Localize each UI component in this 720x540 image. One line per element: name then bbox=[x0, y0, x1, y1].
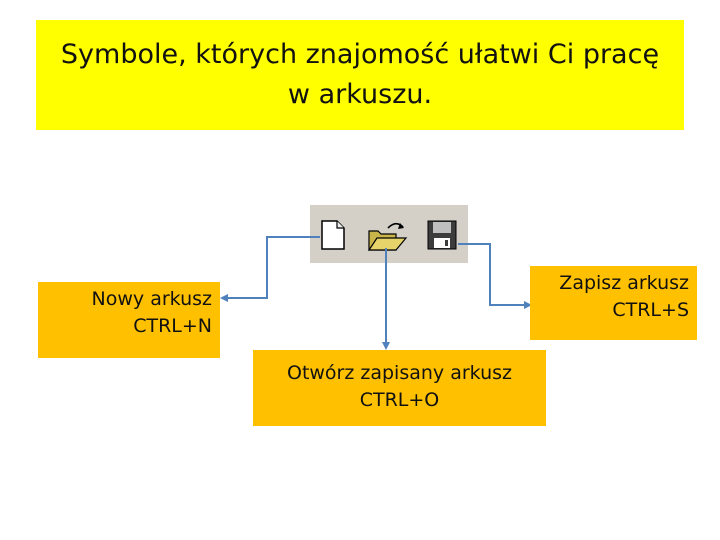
new-sheet-label: Nowy arkusz CTRL+N bbox=[38, 282, 220, 358]
slide-title: Symbole, których znajomość ułatwi Ci pra… bbox=[60, 39, 660, 110]
title-banner: Symbole, których znajomość ułatwi Ci pra… bbox=[36, 20, 684, 130]
open-sheet-label: Otwórz zapisany arkusz CTRL+O bbox=[253, 350, 546, 426]
open-folder-icon bbox=[367, 222, 408, 251]
new-sheet-text: Nowy arkusz bbox=[91, 288, 212, 310]
save-sheet-label: Zapisz arkusz CTRL+S bbox=[530, 266, 697, 340]
toolbar-strip bbox=[310, 205, 468, 263]
save-sheet-text: Zapisz arkusz bbox=[559, 272, 689, 294]
floppy-disk-icon bbox=[427, 220, 457, 250]
new-sheet-shortcut: CTRL+N bbox=[133, 315, 212, 337]
open-sheet-shortcut: CTRL+O bbox=[359, 389, 440, 411]
save-sheet-shortcut: CTRL+S bbox=[612, 299, 689, 321]
open-sheet-text: Otwórz zapisany arkusz bbox=[286, 362, 512, 384]
new-document-icon bbox=[321, 220, 345, 250]
arrow-to-new bbox=[220, 236, 320, 302]
arrow-to-save bbox=[458, 243, 532, 309]
